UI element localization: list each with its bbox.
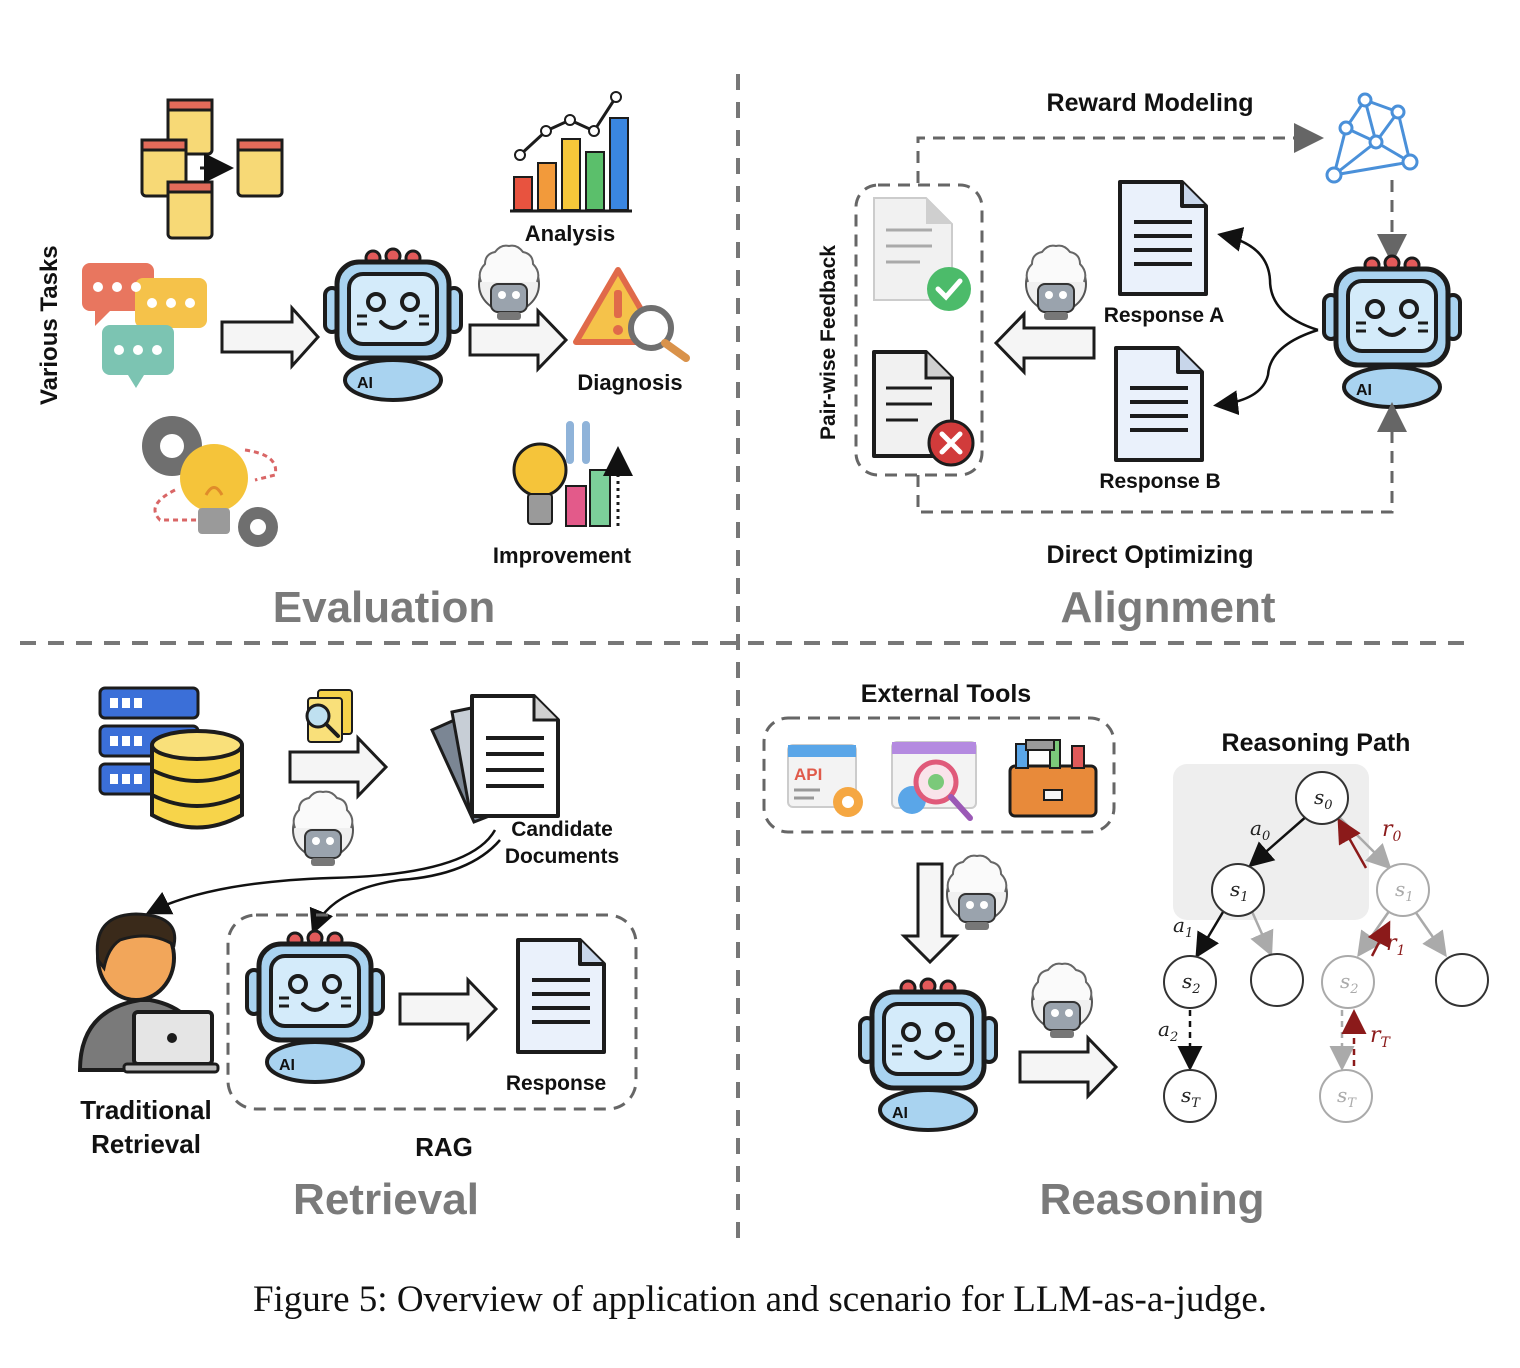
alignment-panel: Reward Modeling Pair-wise Feedback: [817, 89, 1460, 632]
reward-modeling-label: Reward Modeling: [1047, 89, 1254, 117]
search-document-icon: [305, 689, 353, 743]
ai-robot-label: AI: [892, 1105, 908, 1122]
tree-node-sT: sT: [1163, 1069, 1217, 1123]
tree-node-s2-alt: s2: [1321, 955, 1375, 1009]
action-label-a0: a0: [1250, 816, 1270, 844]
candidate-documents-label-line1: Candidate: [511, 818, 613, 841]
judge-icon: [946, 854, 1008, 931]
direct-optimizing-label: Direct Optimizing: [1047, 541, 1254, 569]
ai-robot-label: AI: [357, 375, 373, 392]
retrieval-section-title: Retrieval: [293, 1175, 479, 1224]
tree-node-s2: s2: [1163, 955, 1217, 1009]
rag-arrow: [398, 976, 499, 1042]
rag-label: RAG: [415, 1132, 473, 1162]
idea-gears-icon: [142, 416, 278, 547]
improvement-icon: [512, 421, 633, 527]
svg-text:s1: s1: [1230, 877, 1249, 905]
traditional-retrieval-label-line1: Traditional: [80, 1095, 211, 1125]
judge-icon: [292, 790, 354, 867]
toolbox-icon: [1008, 739, 1098, 818]
ai-robot-icon: AI: [1324, 256, 1460, 407]
svg-text:sT: sT: [1181, 1083, 1201, 1111]
traditional-retrieval-label-line2: Retrieval: [91, 1129, 201, 1159]
tree-node-empty: [1250, 953, 1304, 1007]
svg-text:s1: s1: [1395, 877, 1414, 905]
figure-caption: Figure 5: Overview of application and sc…: [252, 1279, 1268, 1320]
ai-robot-icon: AI: [325, 249, 461, 400]
ai-robot-label: AI: [279, 1057, 295, 1074]
ai-robot-icon: AI: [247, 931, 383, 1082]
accepted-document-icon: [873, 197, 971, 311]
retrieval-panel: Candidate Documents Traditional Retrieva…: [77, 686, 638, 1224]
reasoning-path-label: Reasoning Path: [1222, 729, 1411, 757]
rag-response-document-icon: [516, 938, 606, 1054]
reasoning-output-arrow: [1018, 1034, 1119, 1100]
rag-response-label: Response: [506, 1072, 606, 1095]
reward-label-r1: r1: [1386, 931, 1405, 959]
analysis-chart-icon: [510, 91, 632, 213]
judge-icon: [1031, 962, 1093, 1039]
svg-text:s2: s2: [1182, 969, 1201, 997]
search-settings-icon: [891, 741, 977, 821]
action-label-a2: a2: [1158, 1017, 1178, 1045]
svg-text:sT: sT: [1337, 1083, 1357, 1111]
api-icon: API: [787, 744, 863, 817]
response-a-label: Response A: [1104, 304, 1225, 327]
database-server-icon: [98, 686, 244, 830]
reasoning-panel: External Tools API: [762, 680, 1489, 1224]
retrieval-arrow: [288, 734, 389, 800]
chat-bubbles-icon: [82, 263, 207, 388]
diagnosis-warning-icon: [573, 267, 690, 362]
evaluation-section-title: Evaluation: [273, 583, 496, 632]
tree-node-s1-alt: s1: [1376, 863, 1430, 917]
reward-label-r0: r0: [1382, 817, 1402, 845]
candidate-documents-label-line2: Documents: [505, 845, 619, 868]
external-tools-label: External Tools: [861, 680, 1031, 708]
response-b-label: Response B: [1099, 470, 1220, 493]
judge-icon: [478, 244, 540, 321]
traditional-retrieval-person-icon: [77, 912, 220, 1074]
tree-node-empty: [1435, 953, 1489, 1007]
evaluation-panel: Various Tasks: [36, 91, 690, 632]
candidate-documents-icon: [430, 694, 560, 824]
tree-node-s1: s1: [1211, 863, 1265, 917]
pairwise-feedback-label: Pair-wise Feedback: [817, 245, 840, 440]
improvement-label: Improvement: [493, 543, 632, 568]
tree-node-sT-alt: sT: [1319, 1069, 1373, 1123]
analysis-label: Analysis: [525, 221, 616, 246]
feedback-arrow: [993, 310, 1096, 376]
response-b-document-icon: [1114, 346, 1204, 462]
svg-text:s2: s2: [1340, 969, 1359, 997]
tree-node-s0: s0: [1295, 771, 1349, 825]
alignment-section-title: Alignment: [1060, 583, 1275, 632]
evaluation-output-arrow: [468, 307, 569, 373]
reasoning-section-title: Reasoning: [1040, 1175, 1265, 1224]
reward-model-network-icon: [1325, 92, 1419, 184]
divider-lines: [20, 74, 1468, 1240]
evaluation-input-arrow: [220, 304, 321, 370]
api-icon-text: API: [794, 765, 822, 784]
action-label-a1: a1: [1173, 913, 1193, 941]
ai-robot-icon: AI: [860, 979, 996, 1130]
judge-icon: [1025, 244, 1087, 321]
ai-robot-label: AI: [1356, 382, 1372, 399]
tools-down-arrow: [900, 862, 960, 965]
response-a-document-icon: [1118, 180, 1208, 296]
rejected-document-icon: [872, 350, 975, 467]
reward-label-rT: rT: [1370, 1023, 1392, 1051]
various-tasks-label: Various Tasks: [36, 245, 63, 405]
documents-flow-icon: [140, 98, 284, 240]
svg-text:s0: s0: [1314, 785, 1333, 813]
diagnosis-label: Diagnosis: [577, 370, 682, 395]
